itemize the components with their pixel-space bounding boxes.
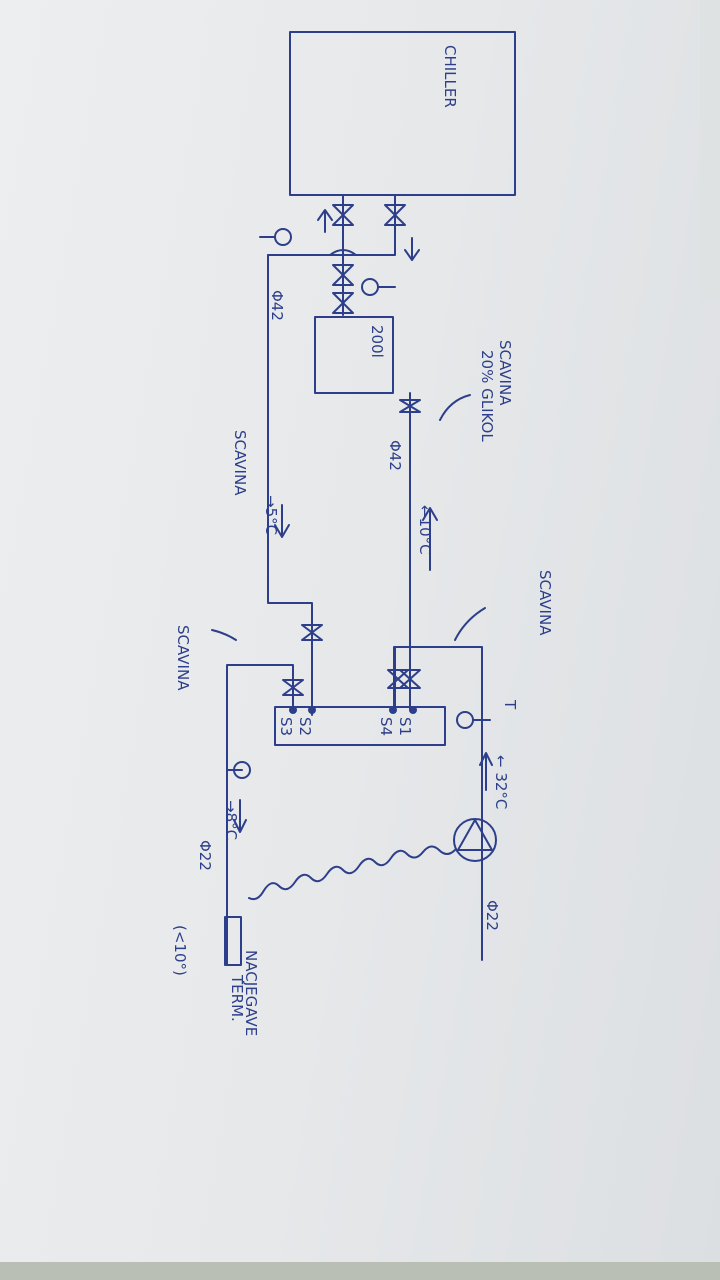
glycol-note-2: 20% GLIKOL [478,350,496,442]
arrow-up-icon-right [479,752,493,791]
valve-icons [282,204,421,696]
left-diameter: Φ22 [196,840,214,871]
table-edge [0,1262,720,1280]
port-s1-label: S1 [396,717,414,736]
port-s4-label: S4 [377,717,395,736]
port-s3-label: S3 [277,717,295,736]
wavy-cable [248,845,456,901]
terminal-note-1: NACJEGAVE [242,950,260,1036]
left-temp: →8°C [222,800,240,840]
arrow-down-icon-left [233,799,247,833]
supply-pipe [267,194,396,716]
supply-temp: →5°C [262,495,280,535]
return-diameter: Φ42 [386,440,404,471]
pump-icon [453,818,497,862]
glycol-note-1: SCAVINA [496,340,514,406]
insulation-right-label: SCAVINA [536,570,554,636]
chiller-label: CHILLER [441,45,459,108]
insulation-left-label: SCAVINA [174,625,192,691]
leader-lines [211,394,486,641]
right-diameter: Φ22 [483,900,501,931]
return-arrow-icon [422,507,438,571]
supply-diameter: Φ42 [268,290,286,321]
arrow-up-icon [317,209,333,233]
paper-edge [700,0,720,300]
right-temp: ← 32°C [492,755,510,809]
limit-note: (<10°) [171,925,189,976]
supply-arrow-icon [274,504,290,538]
temp-sensor-label: T [501,699,519,710]
insulation-supply-label: SCAVINA [231,430,249,496]
buffer-tank [314,316,394,394]
return-temp: ←10°C [416,505,434,555]
manifold-ports [289,706,417,714]
arrow-down-icon [404,237,420,261]
tank-label: 200l [368,325,386,358]
chiller-box [289,31,516,196]
terminal-note-2: TERM. [228,974,246,1022]
pump-triangle-icon [457,819,493,851]
terminal-box [224,916,242,966]
pipe-crossover [267,249,357,256]
manifold [274,706,446,746]
secondary-pipes [226,646,483,966]
port-s2-label: S2 [296,717,314,736]
